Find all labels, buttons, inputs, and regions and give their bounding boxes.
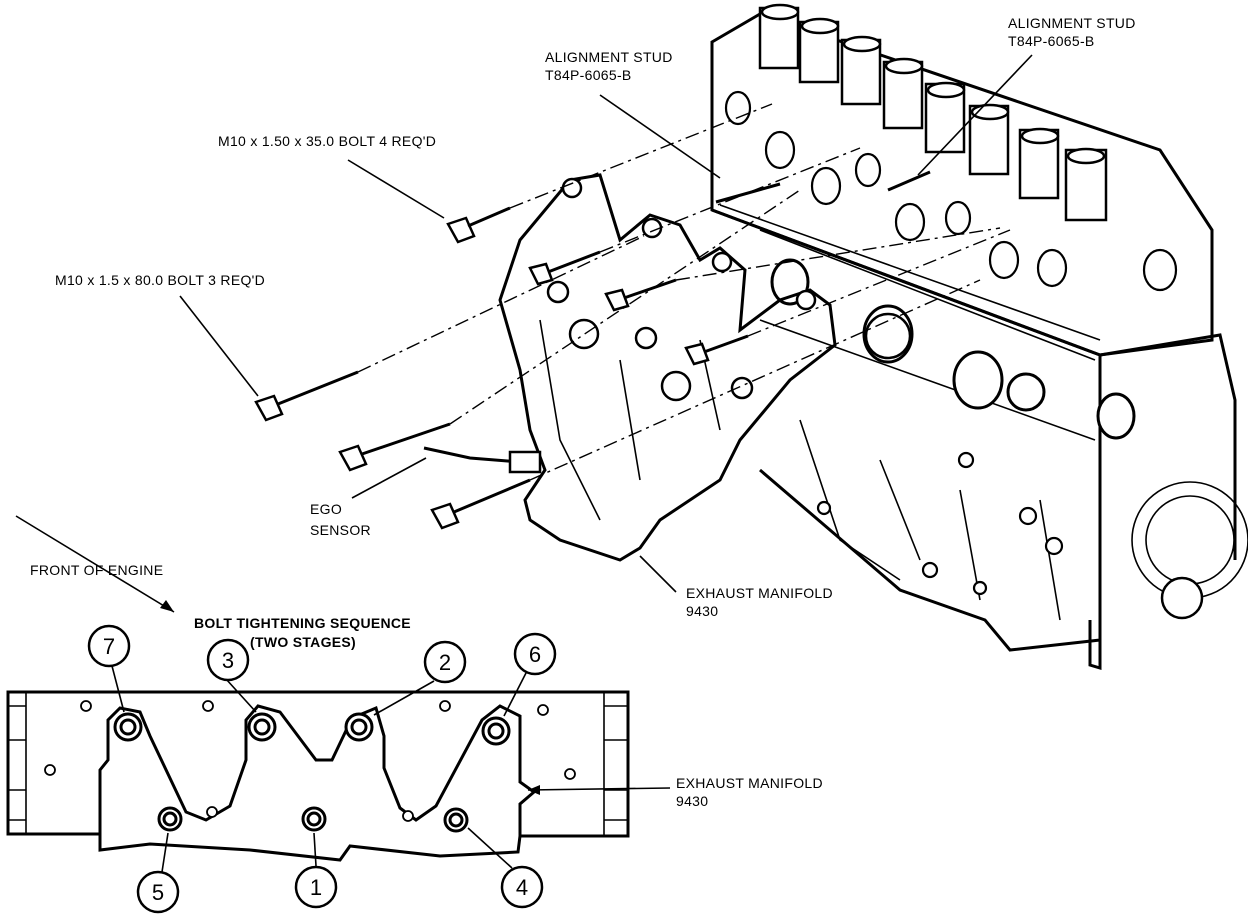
stud-left-label-1: ALIGNMENT STUD bbox=[545, 49, 673, 65]
sequence-marker-1: 1 bbox=[294, 865, 338, 909]
mounting-bolts bbox=[254, 170, 931, 530]
sequence-title: BOLT TIGHTENING SEQUENCE bbox=[194, 615, 411, 631]
front-of-engine-label: FRONT OF ENGINE bbox=[30, 562, 163, 578]
manifold-bottom-label-2: 9430 bbox=[676, 793, 708, 809]
sequence-marker-2: 2 bbox=[423, 640, 467, 684]
leader-lines bbox=[15, 54, 1033, 613]
stud-left-label-2: T84P-6065-B bbox=[545, 67, 632, 83]
manifold-bottom-label-1: EXHAUST MANIFOLD bbox=[676, 775, 823, 791]
manifold-top-label-1: EXHAUST MANIFOLD bbox=[686, 585, 833, 601]
sequence-markers: 7 3 2 6 5 1 4 bbox=[87, 624, 557, 914]
stud-right-label-1: ALIGNMENT STUD bbox=[1008, 15, 1136, 31]
bolt-long-label: M10 x 1.5 x 80.0 BOLT 3 REQ'D bbox=[55, 272, 265, 288]
sequence-marker-7: 7 bbox=[87, 624, 131, 668]
manifold-top-label-2: 9430 bbox=[686, 603, 718, 619]
sequence-number: 3 bbox=[222, 648, 234, 673]
sequence-marker-4: 4 bbox=[500, 865, 544, 909]
sequence-number: 4 bbox=[516, 875, 528, 900]
engine-block-illustration bbox=[710, 3, 1248, 671]
sequence-marker-3: 3 bbox=[206, 638, 250, 682]
stud-right-label-2: T84P-6065-B bbox=[1008, 33, 1095, 49]
exhaust-manifold-illustration bbox=[498, 173, 912, 562]
ego-label-1: EGO bbox=[310, 501, 342, 517]
sequence-number: 5 bbox=[152, 880, 164, 905]
ego-label-2: SENSOR bbox=[310, 522, 371, 538]
sequence-number: 6 bbox=[529, 642, 541, 667]
bolt-short-label: M10 x 1.50 x 35.0 BOLT 4 REQ'D bbox=[218, 133, 436, 149]
sequence-number: 1 bbox=[310, 875, 322, 900]
alignment-lines bbox=[357, 103, 1011, 481]
sequence-subtitle: (TWO STAGES) bbox=[250, 634, 356, 650]
sequence-number: 2 bbox=[439, 650, 451, 675]
sequence-number: 7 bbox=[103, 634, 115, 659]
manifold-flange-plan bbox=[6, 690, 671, 862]
sequence-marker-6: 6 bbox=[513, 632, 557, 676]
sequence-marker-5: 5 bbox=[136, 870, 180, 914]
